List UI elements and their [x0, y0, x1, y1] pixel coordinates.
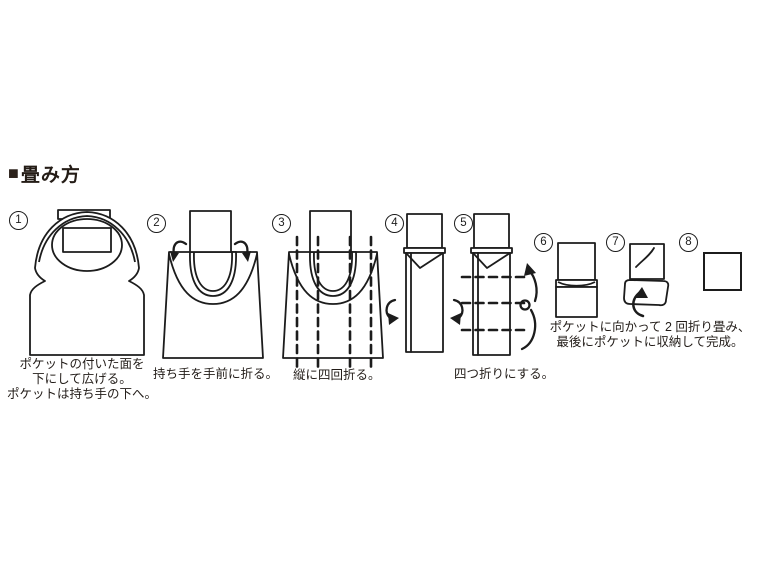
- folded-square-with-pocket-band-illustration: [555, 242, 599, 319]
- bag-handle-folded-forward-illustration: [160, 206, 268, 362]
- step-6-number: 6: [534, 233, 553, 252]
- pocket-band-curve: [558, 282, 595, 286]
- pocket: [407, 214, 442, 248]
- fold-arrow-left-icon: [387, 300, 399, 325]
- section-title: ■ 畳み方: [8, 160, 81, 187]
- step-2-caption: 持ち手を手前に折る。: [153, 367, 279, 381]
- folded-handle-inner: [194, 252, 232, 291]
- bag-vertical-fold-lines-illustration: [280, 206, 390, 370]
- folded-strip-side-arrows-illustration: [382, 206, 466, 358]
- roll-up-arrow-icon: [521, 263, 537, 349]
- pocket-square: [630, 244, 664, 279]
- tucking-into-pocket-illustration: [622, 242, 674, 324]
- step-6-8-caption: ポケットに向かって 2 回折り畳み、 最後にポケットに収納して完成。: [549, 320, 751, 349]
- step-8-number: 8: [679, 233, 698, 252]
- handle-hole: [52, 219, 122, 271]
- bag-top-seam: [39, 216, 135, 262]
- step-3-number: 3: [272, 214, 291, 233]
- section-marker-icon: ■: [8, 163, 20, 183]
- fold-arrow-right-icon: [450, 300, 462, 325]
- step-4-number: 4: [385, 214, 404, 233]
- drape-fold-line: [289, 254, 377, 304]
- completed-square: [704, 253, 741, 290]
- step-4-5-caption: 四つ折りにする。: [454, 367, 555, 381]
- fold-arrow-left-icon: [170, 242, 186, 262]
- lower-fold: [556, 287, 597, 317]
- crease-line: [636, 248, 654, 267]
- flat-bag-with-pocket-illustration: [25, 206, 150, 358]
- step-1-caption: ポケットの付いた面を 下にして広げる。 ポケットは持ち手の下へ。: [6, 357, 157, 401]
- pocket-through-handle: [63, 228, 111, 252]
- pocket: [310, 211, 351, 252]
- drape-fold-line: [169, 254, 257, 304]
- tuck-arrow-icon: [633, 287, 648, 316]
- pocket: [474, 214, 509, 248]
- tucked-flap: [624, 280, 668, 305]
- strip-horizontal-fold-lines-illustration: [458, 206, 548, 361]
- step-3-caption: 縦に四回折る。: [293, 368, 381, 382]
- section-title-text: 畳み方: [20, 165, 81, 186]
- fold-arrow-right-icon: [235, 242, 251, 262]
- step-2-number: 2: [147, 214, 166, 233]
- step-7-number: 7: [606, 233, 625, 252]
- completed-square-illustration: [702, 251, 744, 293]
- step-5-number: 5: [454, 214, 473, 233]
- pocket: [190, 211, 231, 252]
- upper-fold: [558, 243, 595, 280]
- step-1-number: 1: [9, 211, 28, 230]
- vertical-fold-dashed-lines: [297, 237, 371, 368]
- horizontal-fold-dashed-lines: [462, 277, 524, 330]
- strip-body: [406, 253, 443, 352]
